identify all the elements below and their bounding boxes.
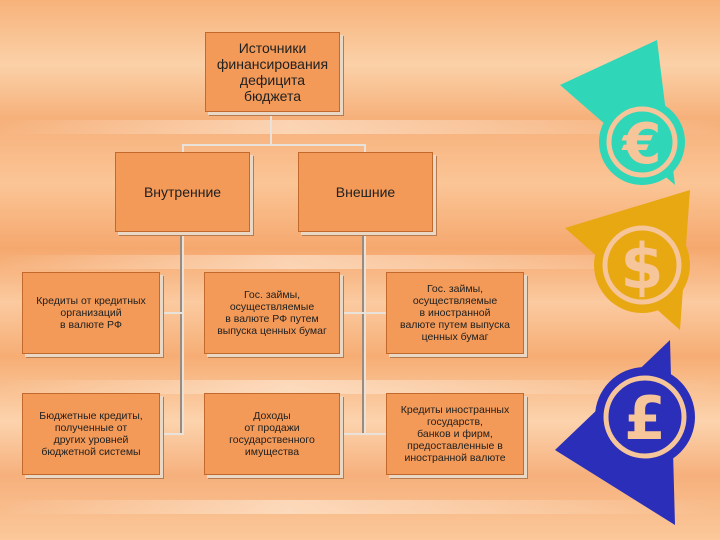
leaf-label: Гос. займы, осуществляемые в иностранной…: [400, 282, 510, 344]
connector-internal-1: [160, 312, 182, 314]
connector-branch-bar: [182, 144, 366, 146]
branch-internal: Внутренние: [115, 152, 250, 232]
connector-left-drop: [182, 144, 184, 152]
connector-root-down: [270, 113, 272, 145]
connector-external-right-1: [364, 312, 386, 314]
connector-internal-spine-light: [182, 233, 184, 435]
branch-internal-label: Внутренние: [143, 183, 222, 200]
root-node: Источники финансирования дефицита бюджет…: [205, 32, 340, 112]
connector-external-spine-light: [364, 233, 366, 435]
branch-external-label: Внешние: [335, 183, 396, 200]
connector-external-left-2: [340, 433, 364, 435]
leaf-external-rub-loans: Гос. займы, осуществляемые в валюте РФ п…: [204, 272, 340, 354]
branch-external: Внешние: [298, 152, 433, 232]
connector-external-right-2: [364, 433, 386, 435]
svg-text:€: €: [621, 112, 662, 177]
connector-external-spine: [362, 233, 364, 435]
leaf-label: Кредиты от кредитных организаций в валют…: [36, 294, 146, 332]
connector-internal-spine: [180, 233, 182, 435]
svg-text:$: $: [620, 230, 663, 303]
connector-right-drop: [364, 144, 366, 152]
leaf-external-property-sales: Доходы от продажи государственного имуще…: [204, 393, 340, 475]
connector-external-left-1: [340, 312, 364, 314]
leaf-internal-budget-credits: Бюджетные кредиты, полученные от других …: [22, 393, 160, 475]
dollar-icon: $: [565, 190, 690, 330]
leaf-foreign-credits: Кредиты иностранных государств, банков и…: [386, 393, 524, 475]
leaf-label: Бюджетные кредиты, полученные от других …: [39, 409, 143, 459]
euro-icon: €: [560, 40, 685, 185]
leaf-internal-bank-credits: Кредиты от кредитных организаций в валют…: [22, 272, 160, 354]
connector-internal-2: [160, 433, 182, 435]
svg-text:£: £: [624, 384, 666, 454]
leaf-label: Доходы от продажи государственного имуще…: [229, 409, 315, 459]
leaf-label: Гос. займы, осуществляемые в валюте РФ п…: [217, 288, 327, 338]
leaf-foreign-currency-loans: Гос. займы, осуществляемые в иностранной…: [386, 272, 524, 354]
root-node-label: Источники финансирования дефицита бюджет…: [216, 39, 329, 105]
pound-icon: £: [555, 340, 695, 525]
leaf-label: Кредиты иностранных государств, банков и…: [400, 403, 510, 465]
